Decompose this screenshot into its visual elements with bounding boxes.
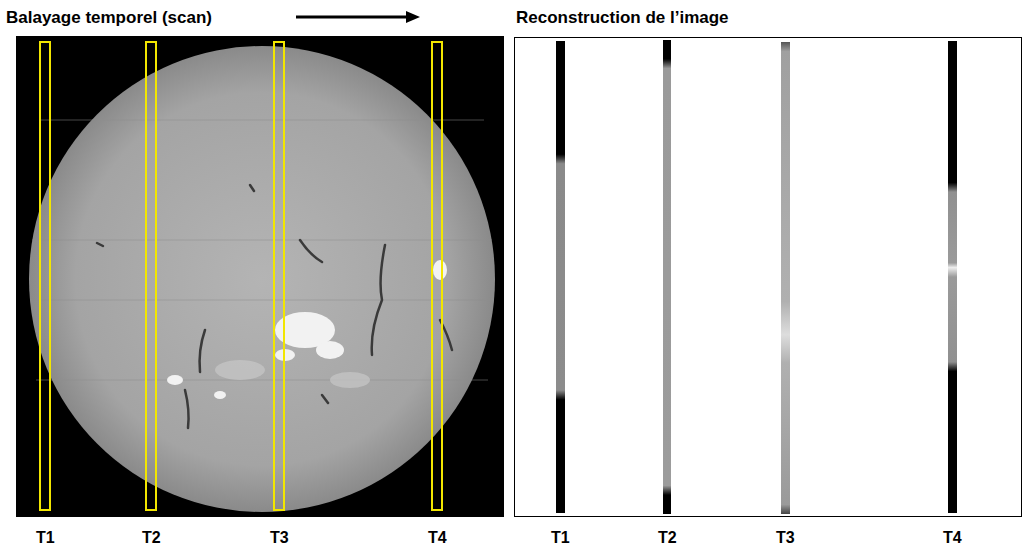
time-label: T1 bbox=[36, 530, 55, 546]
panel-heading: Reconstruction de l’image bbox=[516, 9, 729, 26]
arrow-head bbox=[406, 11, 420, 23]
time-label: T2 bbox=[142, 530, 161, 546]
scan-arrow bbox=[296, 16, 410, 19]
time-label: T1 bbox=[551, 530, 570, 546]
image-strip bbox=[556, 41, 565, 513]
scan-window bbox=[40, 42, 442, 510]
bright-network bbox=[215, 360, 370, 388]
time-label: T4 bbox=[428, 530, 447, 546]
panel-heading: Balayage temporel (scan) bbox=[6, 9, 212, 26]
reconstruction-frame bbox=[515, 38, 1022, 517]
scan-lines bbox=[30, 120, 494, 380]
time-label: T2 bbox=[658, 530, 677, 546]
time-label: T4 bbox=[943, 530, 962, 546]
sun-disk bbox=[29, 46, 495, 512]
image-strip bbox=[663, 40, 671, 514]
image-strip bbox=[781, 42, 790, 514]
time-label: T3 bbox=[776, 530, 795, 546]
image-background bbox=[16, 36, 504, 517]
image-strip bbox=[948, 41, 957, 513]
bright-regions bbox=[167, 260, 447, 399]
time-label: T3 bbox=[270, 530, 289, 546]
